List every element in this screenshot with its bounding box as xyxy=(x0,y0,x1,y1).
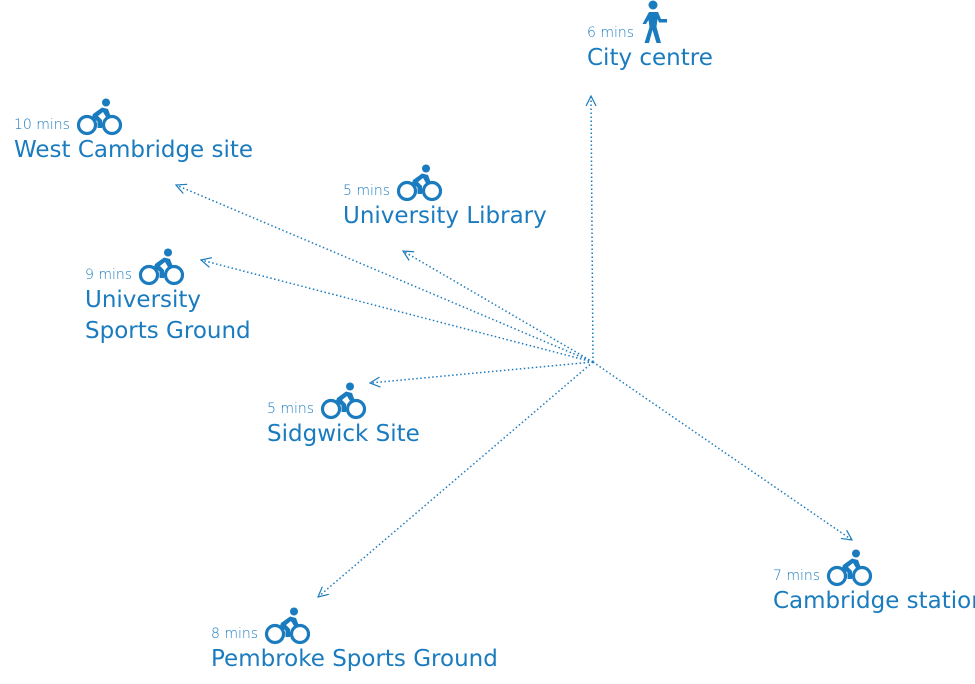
arrow-to-sidgwick-site xyxy=(370,361,594,383)
travel-time-row: 10 mins xyxy=(14,96,253,136)
arrow-to-university-sports-ground xyxy=(201,260,594,363)
destination-name: University Library xyxy=(343,203,547,229)
destination-name: University xyxy=(85,287,202,313)
travel-time-row: 5 mins xyxy=(343,162,547,202)
travel-time-row: 9 mins xyxy=(85,246,251,286)
arrow-to-city-centre xyxy=(591,96,593,363)
travel-time-row: 8 mins xyxy=(211,605,498,645)
arrow-to-university-library xyxy=(403,251,594,363)
travel-time-label: 5 mins xyxy=(343,183,391,199)
destination-name: Sidgwick Site xyxy=(267,421,420,447)
bicycle-icon xyxy=(826,549,874,587)
bicycle-icon xyxy=(396,164,444,202)
destination-name: Pembroke Sports Ground xyxy=(211,646,498,672)
travel-time-label: 10 mins xyxy=(14,117,70,133)
arrow-to-cambridge-station xyxy=(592,361,852,540)
destination-name: Cambridge station xyxy=(773,588,975,614)
destination-name: West Cambridge site xyxy=(14,137,254,163)
bicycle-icon xyxy=(76,98,124,136)
bicycle-icon xyxy=(264,607,312,645)
bicycle-icon xyxy=(138,248,186,286)
destination-name: City centre xyxy=(587,45,713,71)
travel-time-row: 7 mins xyxy=(773,547,975,587)
travel-time-label: 8 mins xyxy=(211,626,259,642)
travel-time-label: 5 mins xyxy=(267,401,315,417)
bicycle-icon xyxy=(320,382,368,420)
walking-icon xyxy=(640,0,670,44)
travel-time-row: 6 mins xyxy=(587,0,713,44)
destination-name: Sports Ground xyxy=(85,318,251,344)
travel-time-row: 5 mins xyxy=(267,380,420,420)
travel-time-label: 6 mins xyxy=(587,25,635,41)
arrow-to-pembroke-sports-ground xyxy=(318,361,594,597)
travel-time-label: 7 mins xyxy=(773,568,821,584)
travel-time-label: 9 mins xyxy=(85,267,133,283)
